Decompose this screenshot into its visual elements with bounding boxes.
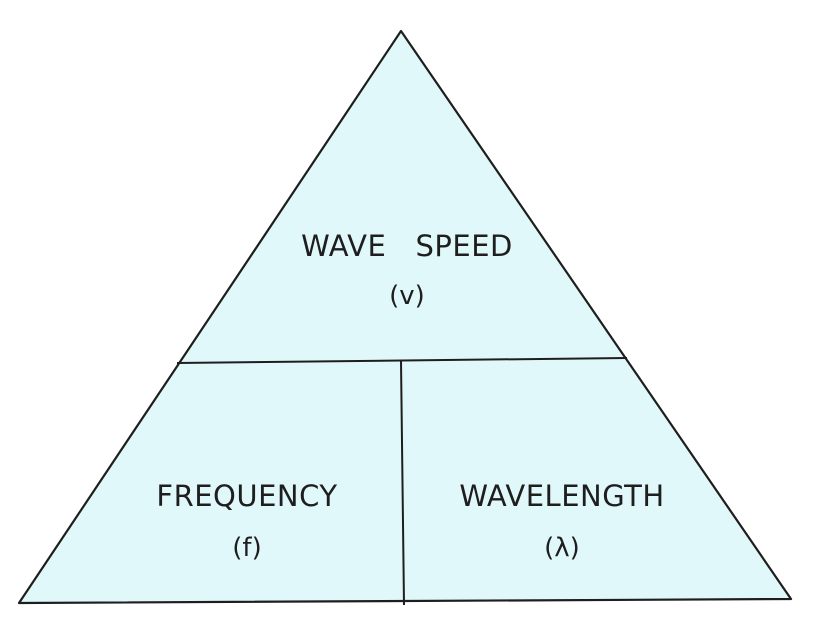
wavelength-label: WAVELENGTH: [459, 479, 664, 513]
horizontal-divider: [176, 357, 628, 364]
wavelength-symbol: (λ): [544, 533, 580, 563]
triangle-outline: [17, 29, 793, 605]
wave-speed-symbol: (v): [389, 281, 425, 311]
wave-speed-label: WAVE SPEED: [301, 229, 513, 263]
vertical-divider: [400, 360, 405, 606]
frequency-label: FREQUENCY: [156, 479, 337, 513]
frequency-symbol: (f): [232, 533, 261, 563]
